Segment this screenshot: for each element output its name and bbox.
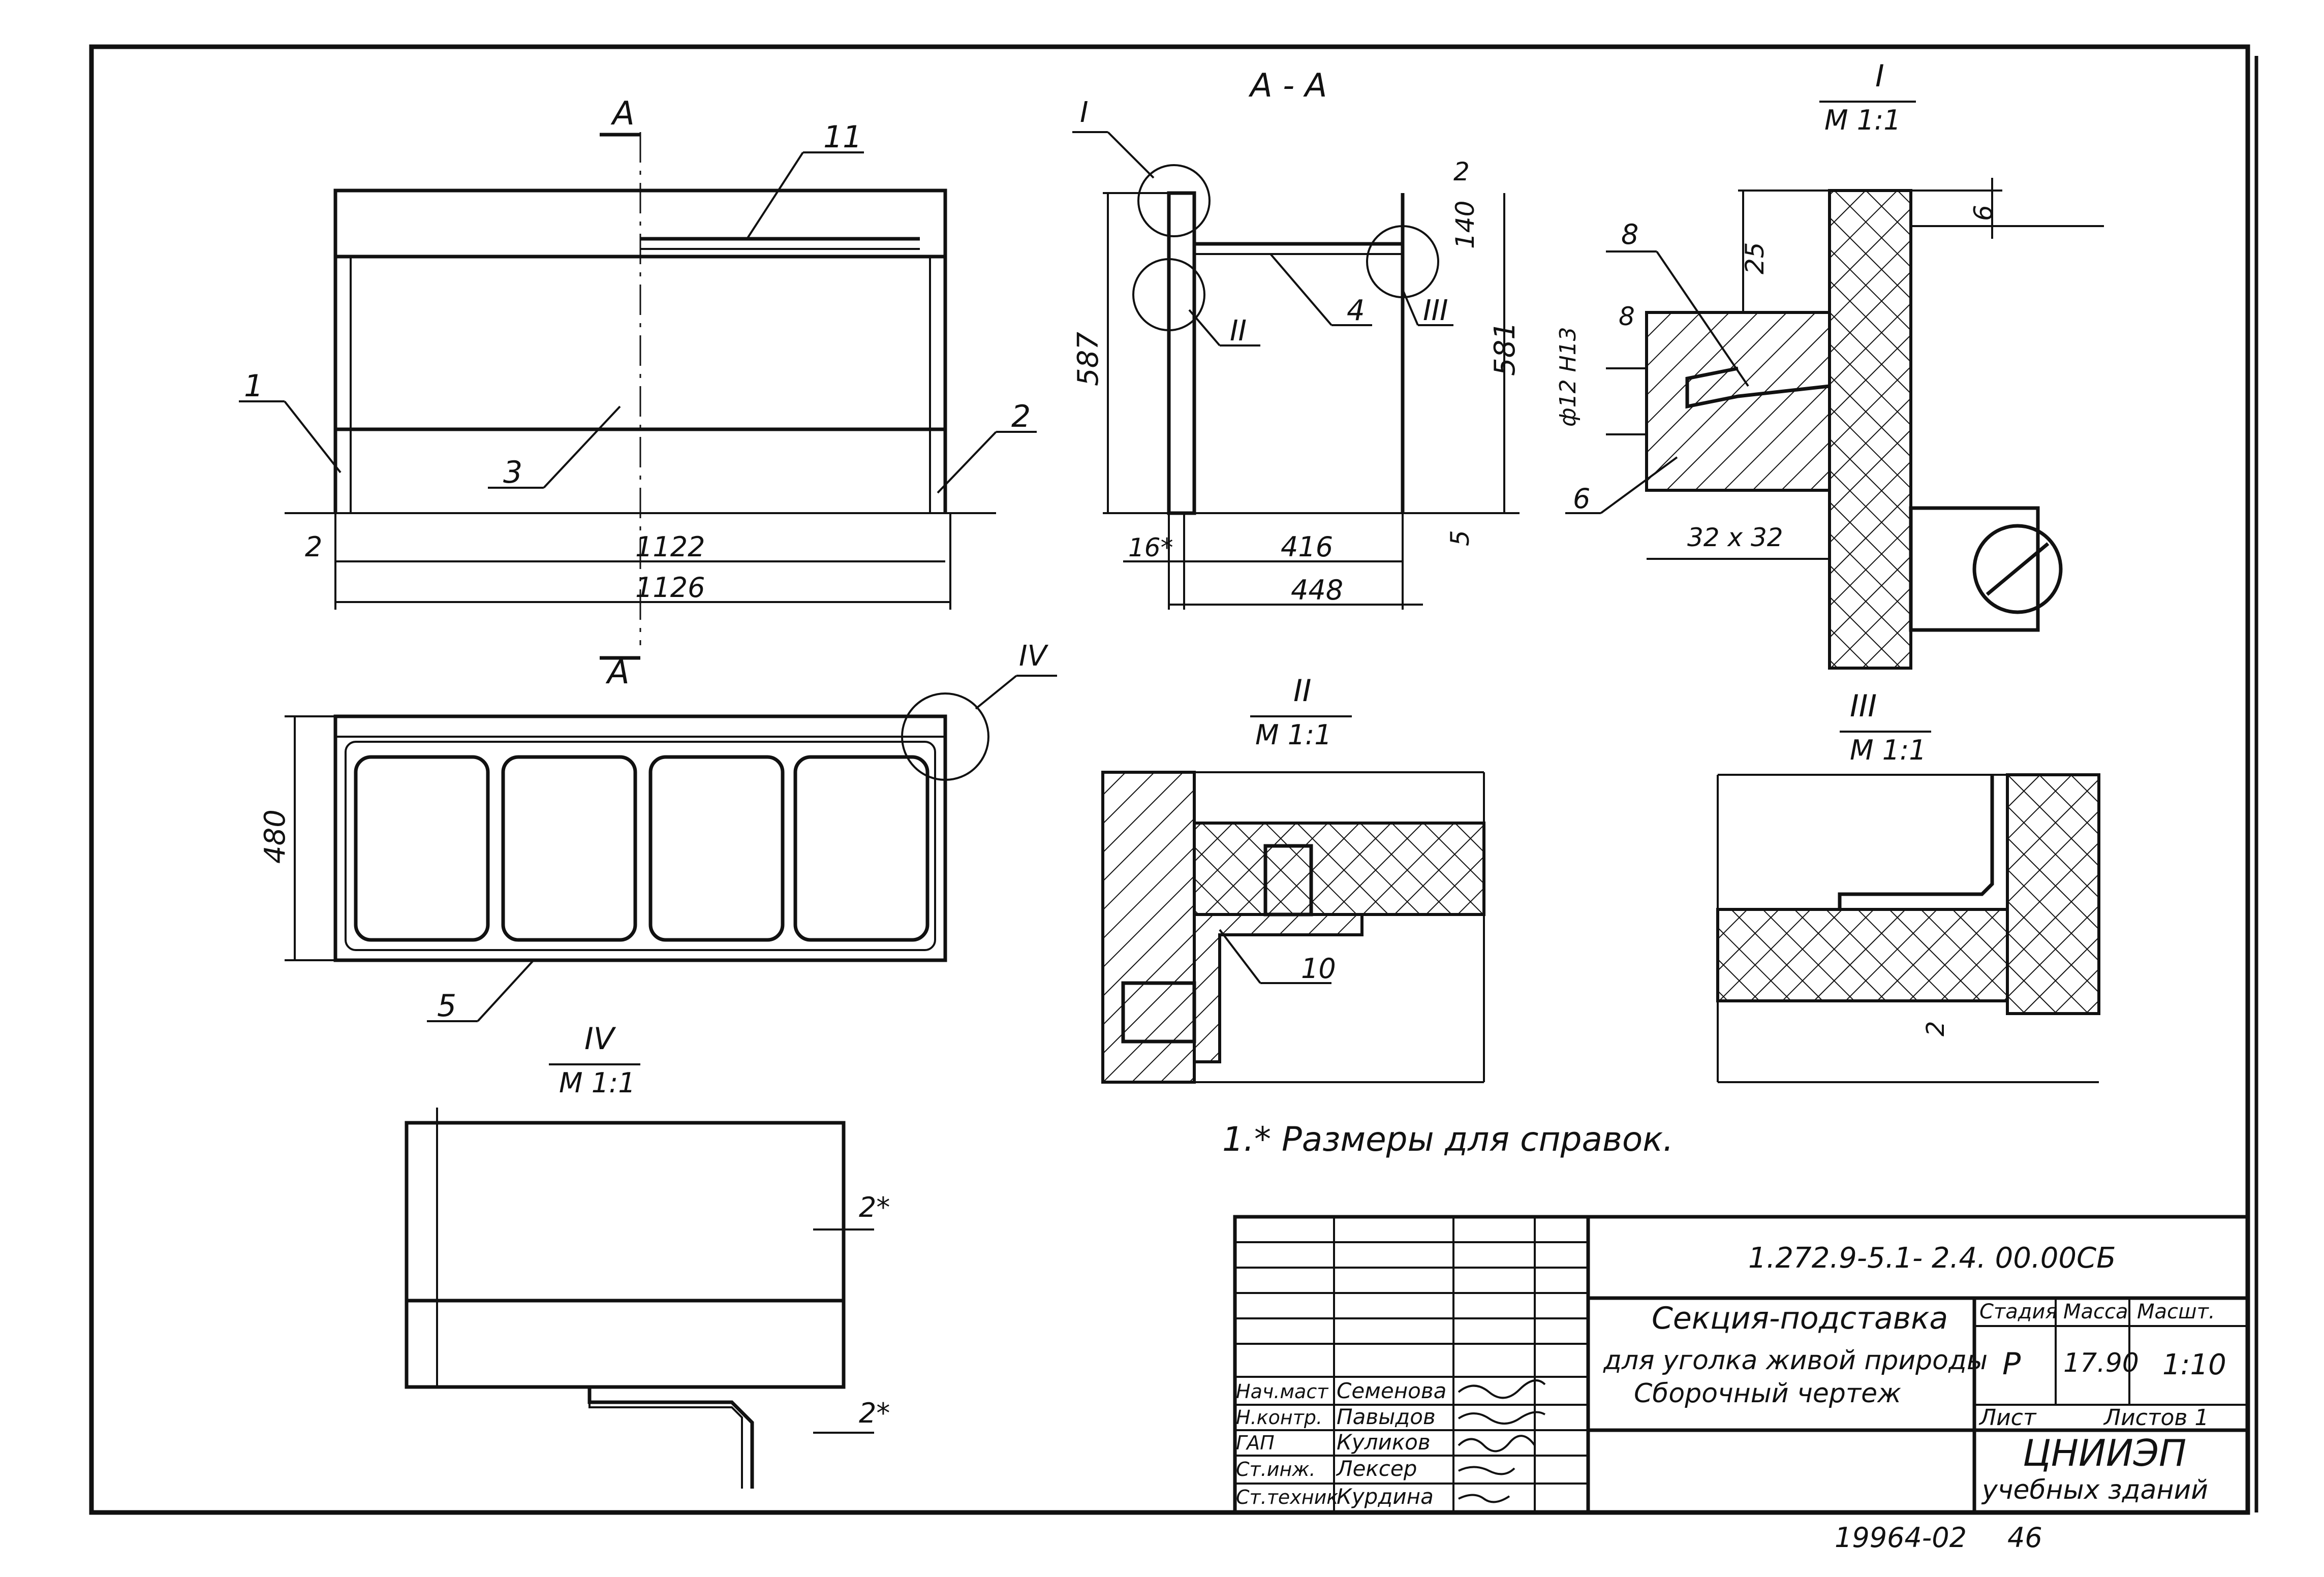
section-dim-16: 16* xyxy=(1128,533,1173,562)
detail-II-pos-10: 10 xyxy=(1301,953,1336,985)
front-dim-total: 1126 xyxy=(635,572,705,604)
title-name-line-1: Секция-подставка xyxy=(1652,1301,1948,1336)
detail-I-scale: М 1:1 xyxy=(1824,104,1901,136)
role-2-name: Павыдов xyxy=(1337,1404,1436,1429)
title-sheets-label: Листов 1 xyxy=(2103,1405,2209,1431)
detail-I-dim-section: 32 x 32 xyxy=(1687,523,1783,552)
section-dim-2: 2 xyxy=(1453,157,1470,186)
title-col-stage: Стадия xyxy=(1979,1300,2057,1323)
detail-IV-dim-top: 2* xyxy=(859,1191,890,1223)
detail-IV-dim-bottom: 2* xyxy=(859,1397,890,1429)
title-name-line-3: Сборочный чертеж xyxy=(1634,1378,1901,1409)
plan-view xyxy=(285,675,1057,1022)
section-dim-416: 416 xyxy=(1281,531,1333,563)
title-scale-value: 1:10 xyxy=(2162,1348,2226,1381)
footer-number: 19964-02 xyxy=(1835,1522,1967,1554)
detail-III xyxy=(1716,773,2100,1083)
title-organization-line-1: ЦНИИЭП xyxy=(2023,1432,2186,1474)
detail-III-dim-2: 2 xyxy=(1922,1021,1950,1036)
title-sheet-label: Лист xyxy=(1978,1405,2037,1431)
signature-marks xyxy=(1458,1379,1546,1503)
title-block xyxy=(1233,1215,2250,1515)
detail-III-scale: М 1:1 xyxy=(1850,734,1927,766)
detail-I-pos-8: 8 xyxy=(1621,218,1638,250)
detail-IV-scale: М 1:1 xyxy=(559,1067,636,1099)
section-callout-II: II xyxy=(1230,314,1247,348)
title-stage-value: Р xyxy=(2002,1346,2021,1382)
title-col-mass: Масса xyxy=(2063,1300,2128,1323)
detail-II-scale: М 1:1 xyxy=(1255,719,1332,751)
front-section-mark-top: А xyxy=(610,95,635,133)
section-dim-5: 5 xyxy=(1445,530,1475,546)
page-number: 46 xyxy=(2007,1522,2042,1554)
section-callout-I: I xyxy=(1080,96,1089,129)
front-dim-overall: 1122 xyxy=(635,531,705,563)
section-dim-140: 140 xyxy=(1450,201,1480,249)
role-1-title: Нач.маст xyxy=(1236,1380,1329,1403)
role-4-name: Лексер xyxy=(1336,1456,1417,1481)
section-callout-III: III xyxy=(1423,294,1448,327)
role-5-name: Курдина xyxy=(1337,1484,1434,1509)
title-organization-line-2: учебных зданий xyxy=(1981,1475,2208,1505)
role-1-name: Семенова xyxy=(1337,1378,1446,1403)
section-dim-587: 587 xyxy=(1072,332,1105,386)
front-dim-left: 2 xyxy=(305,531,322,563)
section-dim-581: 581 xyxy=(1489,322,1522,376)
front-section-mark-bottom: А xyxy=(605,654,630,691)
detail-IV-title: IV xyxy=(584,1021,616,1057)
role-4-title: Ст.инж. xyxy=(1236,1458,1316,1480)
detail-I xyxy=(1565,178,2104,670)
detail-I-dim-25: 25 xyxy=(1740,242,1770,274)
detail-III-title: III xyxy=(1850,688,1877,724)
front-view xyxy=(239,132,1037,660)
front-callout-1: 1 xyxy=(244,368,263,404)
front-callout-3: 3 xyxy=(503,455,522,490)
detail-II-title: II xyxy=(1293,673,1311,709)
plan-callout-IV: IV xyxy=(1019,640,1049,673)
role-5-title: Ст.техник xyxy=(1236,1486,1338,1508)
plan-callout-5: 5 xyxy=(437,988,456,1024)
detail-I-title: I xyxy=(1875,58,1884,94)
section-dim-448: 448 xyxy=(1291,574,1343,606)
title-designation: 1.272.9-5.1- 2.4. 00.00СБ xyxy=(1748,1242,2116,1275)
title-mass-value: 17.90 xyxy=(2063,1348,2139,1378)
front-callout-11: 11 xyxy=(823,119,862,155)
section-aa-view xyxy=(1072,131,1520,610)
role-3-name: Куликов xyxy=(1337,1430,1431,1455)
sheet-frame xyxy=(89,44,2250,1515)
detail-I-pos-6: 6 xyxy=(1573,483,1590,515)
detail-I-dim-6: 6 xyxy=(1969,205,1998,221)
title-col-scale: Масшт. xyxy=(2137,1300,2215,1323)
title-name-line-2: для уголка живой природы xyxy=(1603,1345,1988,1376)
role-3-title: ГАП xyxy=(1236,1432,1275,1454)
role-2-title: Н.контр. xyxy=(1236,1406,1322,1429)
detail-II xyxy=(1101,771,1485,1084)
section-aa-title: А - А xyxy=(1248,67,1327,105)
general-note: 1.* Размеры для справок. xyxy=(1222,1120,1674,1159)
detail-I-dim-hole: ф12 Н13 xyxy=(1555,327,1581,427)
detail-I-dim-8: 8 xyxy=(1619,302,1635,331)
front-callout-2: 2 xyxy=(1011,399,1031,434)
section-callout-4: 4 xyxy=(1347,294,1365,327)
detail-IV xyxy=(405,1108,874,1489)
plan-dim-480: 480 xyxy=(259,809,292,864)
